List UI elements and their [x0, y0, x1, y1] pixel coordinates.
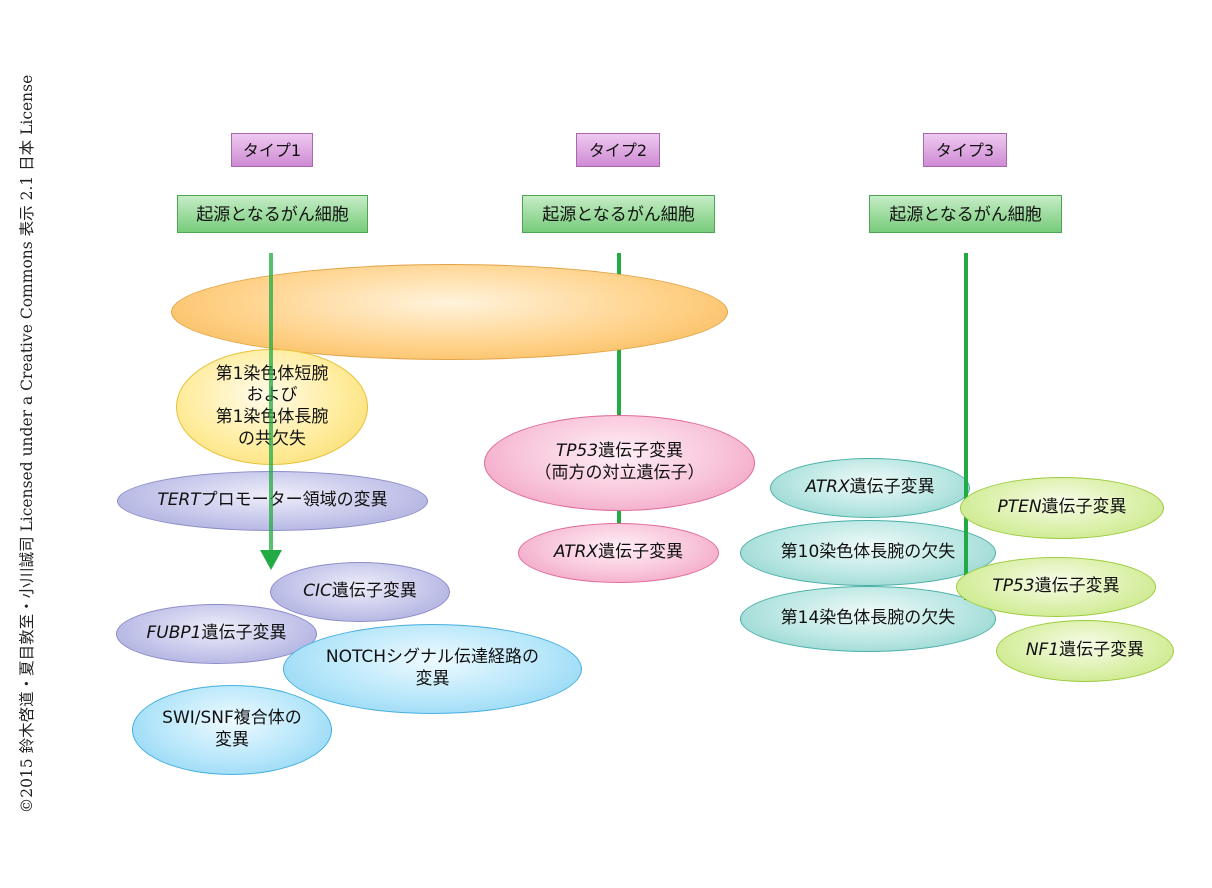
cic-gene-name: CIC [303, 581, 332, 602]
notch-pathway-mutation: NOTCHシグナル伝達経路の 変異 [283, 624, 582, 714]
type-label-3: タイプ3 [923, 133, 1007, 167]
tp53-3-gene-name: TP53 [992, 576, 1035, 597]
tp53-gene-name: TP53 [555, 441, 599, 462]
notch-line-2: 変異 [415, 669, 450, 689]
origin-cell-label-2: 起源となるがん細胞 [522, 195, 715, 233]
chr14-text: 第14染色体長腕の欠失 [780, 608, 956, 629]
chr10-text: 第10染色体長腕の欠失 [780, 542, 956, 563]
type-label-2: タイプ2 [576, 133, 660, 167]
tert-gene-name: TERT [157, 490, 201, 511]
origin-cell-label-3: 起源となるがん細胞 [869, 195, 1062, 233]
nf1-mutation-text: 遺伝子変異 [1059, 640, 1145, 661]
swisnf-line-1: SWI/SNF複合体の [162, 708, 302, 729]
atrx-mutation-text: 遺伝子変異 [598, 542, 684, 563]
tp53-biallelic-mutation: TP53遺伝子変異 （両方の対立遺伝子） [484, 415, 755, 511]
fubp1-gene-mutation: FUBP1遺伝子変異 [116, 604, 317, 664]
cic-mutation-text: 遺伝子変異 [331, 581, 417, 602]
atrx3-mutation-text: 遺伝子変異 [849, 477, 935, 498]
atrx3-gene-name: ATRX [805, 477, 850, 498]
shared-alteration-ellipse [171, 264, 728, 360]
swisnf-line-2: 変異 [214, 730, 249, 750]
origin-cell-label-1: 起源となるがん細胞 [177, 195, 368, 233]
pten-gene-name: PTEN [997, 497, 1042, 518]
tp53-mutation-text: 遺伝子変異 [598, 441, 684, 462]
nf1-gene-mutation: NF1遺伝子変異 [996, 620, 1174, 682]
tp53-line-2: （両方の対立遺伝子） [534, 463, 705, 483]
tert-mutation-text: プロモーター領域の変異 [200, 490, 388, 511]
tp53-3-mutation-text: 遺伝子変異 [1034, 576, 1120, 597]
cic-gene-mutation: CIC遺伝子変異 [270, 562, 450, 622]
fubp1-mutation-text: 遺伝子変異 [201, 623, 287, 644]
atrx-gene-mutation-type2: ATRX遺伝子変異 [518, 523, 719, 583]
pten-gene-mutation: PTEN遺伝子変異 [960, 477, 1164, 539]
fubp1-gene-name: FUBP1 [146, 623, 202, 644]
pten-mutation-text: 遺伝子変異 [1041, 497, 1127, 518]
tp53-line-1: TP53遺伝子変異 [535, 441, 705, 463]
notch-line-1: NOTCHシグナル伝達経路の [325, 647, 540, 668]
tp53-gene-mutation-type3: TP53遺伝子変異 [956, 557, 1156, 617]
nf1-gene-name: NF1 [1025, 640, 1060, 661]
atrx-gene-mutation-type3: ATRX遺伝子変異 [770, 458, 970, 518]
type-label-1: タイプ1 [231, 133, 313, 167]
swi-snf-complex-mutation: SWI/SNF複合体の 変異 [132, 685, 332, 775]
atrx-gene-name: ATRX [553, 542, 599, 563]
chromosome-14q-loss: 第14染色体長腕の欠失 [740, 586, 996, 652]
